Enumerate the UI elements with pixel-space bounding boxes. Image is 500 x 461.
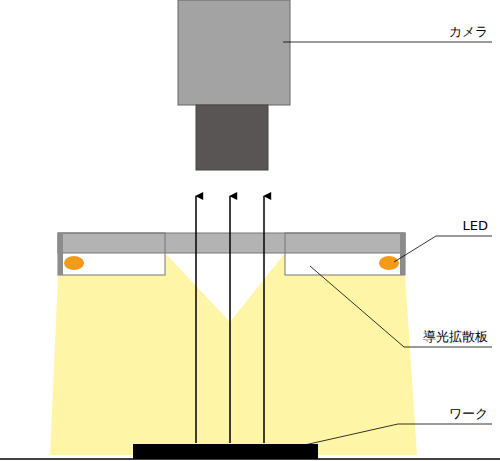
leader-line	[300, 424, 492, 446]
led	[379, 256, 399, 270]
leader-line	[310, 266, 492, 347]
light-ray	[229, 196, 231, 443]
light-region	[50, 253, 417, 455]
leader-line	[394, 236, 492, 262]
led-housing	[285, 233, 405, 275]
led	[64, 256, 84, 270]
led-housing	[58, 233, 165, 275]
light-ray	[263, 196, 265, 443]
part-label: LED	[463, 219, 488, 233]
diffuser-plate	[58, 233, 405, 253]
part-label: 導光拡散板	[423, 330, 488, 344]
dark-cone	[165, 253, 285, 322]
end-cap	[400, 233, 405, 275]
workpiece	[133, 444, 318, 459]
part-label: ワーク	[449, 407, 488, 421]
leader-line	[283, 42, 492, 43]
camera-body	[178, 0, 290, 105]
end-cap	[58, 233, 63, 275]
part-label: カメラ	[449, 25, 488, 39]
light-ray	[195, 196, 197, 443]
camera-lens	[196, 105, 268, 170]
